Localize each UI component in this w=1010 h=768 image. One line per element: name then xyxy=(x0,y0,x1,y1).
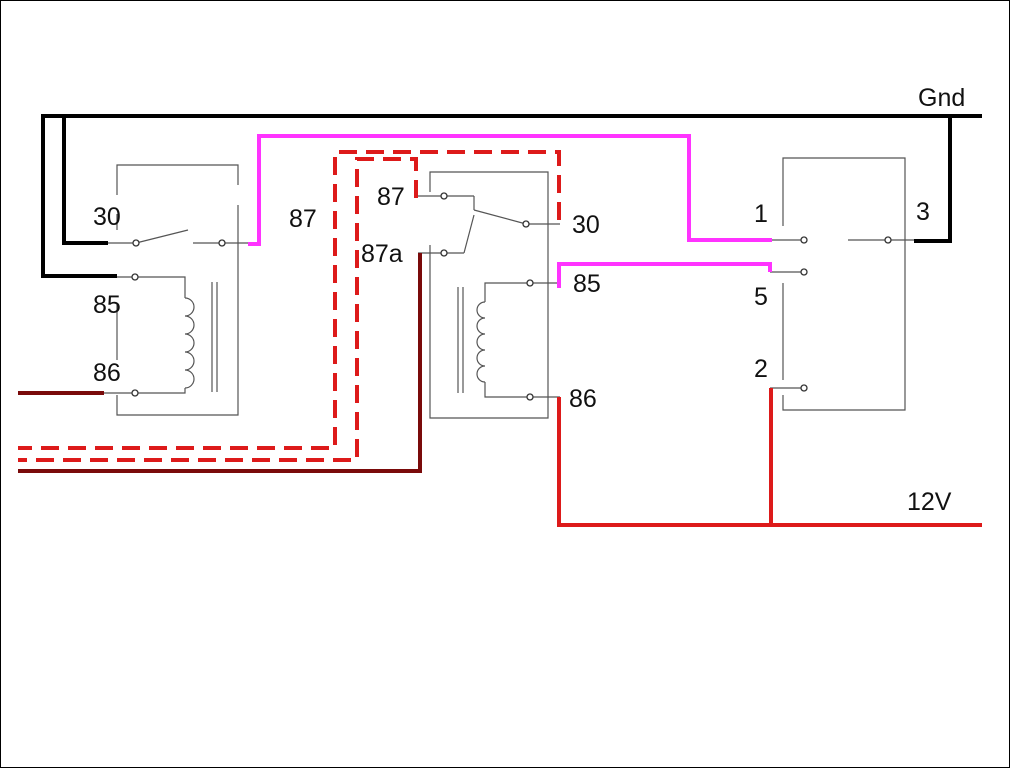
switch-housing xyxy=(782,157,906,411)
relay-2-node-85 xyxy=(526,279,534,287)
relay-1-coil-bottom-lead xyxy=(104,388,186,394)
relay-2-pin-30-label: 30 xyxy=(572,211,600,239)
switch-pin-2-label: 2 xyxy=(754,355,768,383)
relay-1-pin-30-label: 30 xyxy=(93,203,121,231)
relay-1-node-85 xyxy=(131,273,139,281)
relay-1-node-86 xyxy=(131,389,139,397)
switch-node-5 xyxy=(800,268,808,276)
relay-1-housing xyxy=(116,164,239,416)
power-dashed-inner xyxy=(18,157,418,462)
relay-2-pin-85-label: 85 xyxy=(573,270,601,298)
switch-pin-3-label: 3 xyxy=(916,198,930,226)
relay-1-coil xyxy=(184,297,195,389)
relay-2-node-87a xyxy=(440,249,448,257)
switch-pin-5-label: 5 xyxy=(754,283,768,311)
relay-2-pin-87-label: 87 xyxy=(377,183,405,211)
ground-wire-main xyxy=(41,114,982,278)
switched-wires xyxy=(248,134,772,288)
switch-node-2 xyxy=(800,384,808,392)
relay-1-pin-87-label: 87 xyxy=(289,205,317,233)
relay-2-coil-top-lead xyxy=(484,282,560,302)
relay-2-switch-arm xyxy=(473,209,527,225)
switch-node-1 xyxy=(800,236,808,244)
relay-2-pin-87a-label: 87a xyxy=(361,240,403,268)
relay-1-coil-top-lead xyxy=(104,276,186,298)
ground-label: Gnd xyxy=(918,84,965,112)
relay-1-switch-arm xyxy=(135,229,189,244)
relay-2-coil-bottom-lead xyxy=(484,382,560,398)
dark-power-wires xyxy=(18,253,422,473)
relay-1-node-87 xyxy=(218,239,226,247)
relay-1-pin-85-label: 85 xyxy=(93,291,121,319)
relay-2-node-30 xyxy=(522,220,530,228)
power-wires xyxy=(18,150,982,527)
relay-1-pin-86-label: 86 xyxy=(93,359,121,387)
power-wire-12v-bus xyxy=(557,397,982,527)
dark-wire-relay2-pin87a xyxy=(18,253,422,473)
relay-2-housing xyxy=(429,171,549,419)
switched-wire-relay2-pin85-to-switch-pin5 xyxy=(557,262,772,288)
ground-wire-switch-pin3 xyxy=(914,116,952,243)
relay-2-pin-86-label: 86 xyxy=(569,385,597,413)
relay-2-node-87 xyxy=(440,192,448,200)
relay-1-node-30 xyxy=(132,239,140,247)
switched-wire-relay1-to-switch-pin1 xyxy=(248,134,772,246)
relay-2-coil xyxy=(476,301,486,383)
switch-pin-1-label: 1 xyxy=(754,200,768,228)
ground-wires xyxy=(41,114,982,278)
switch xyxy=(770,157,915,411)
relay-1 xyxy=(104,164,250,416)
relay-2-node-86 xyxy=(526,393,534,401)
ground-wire-relay1-pin30 xyxy=(62,116,108,245)
relay-2 xyxy=(418,171,560,419)
supply-label: 12V xyxy=(907,488,952,516)
switch-node-3 xyxy=(884,236,892,244)
